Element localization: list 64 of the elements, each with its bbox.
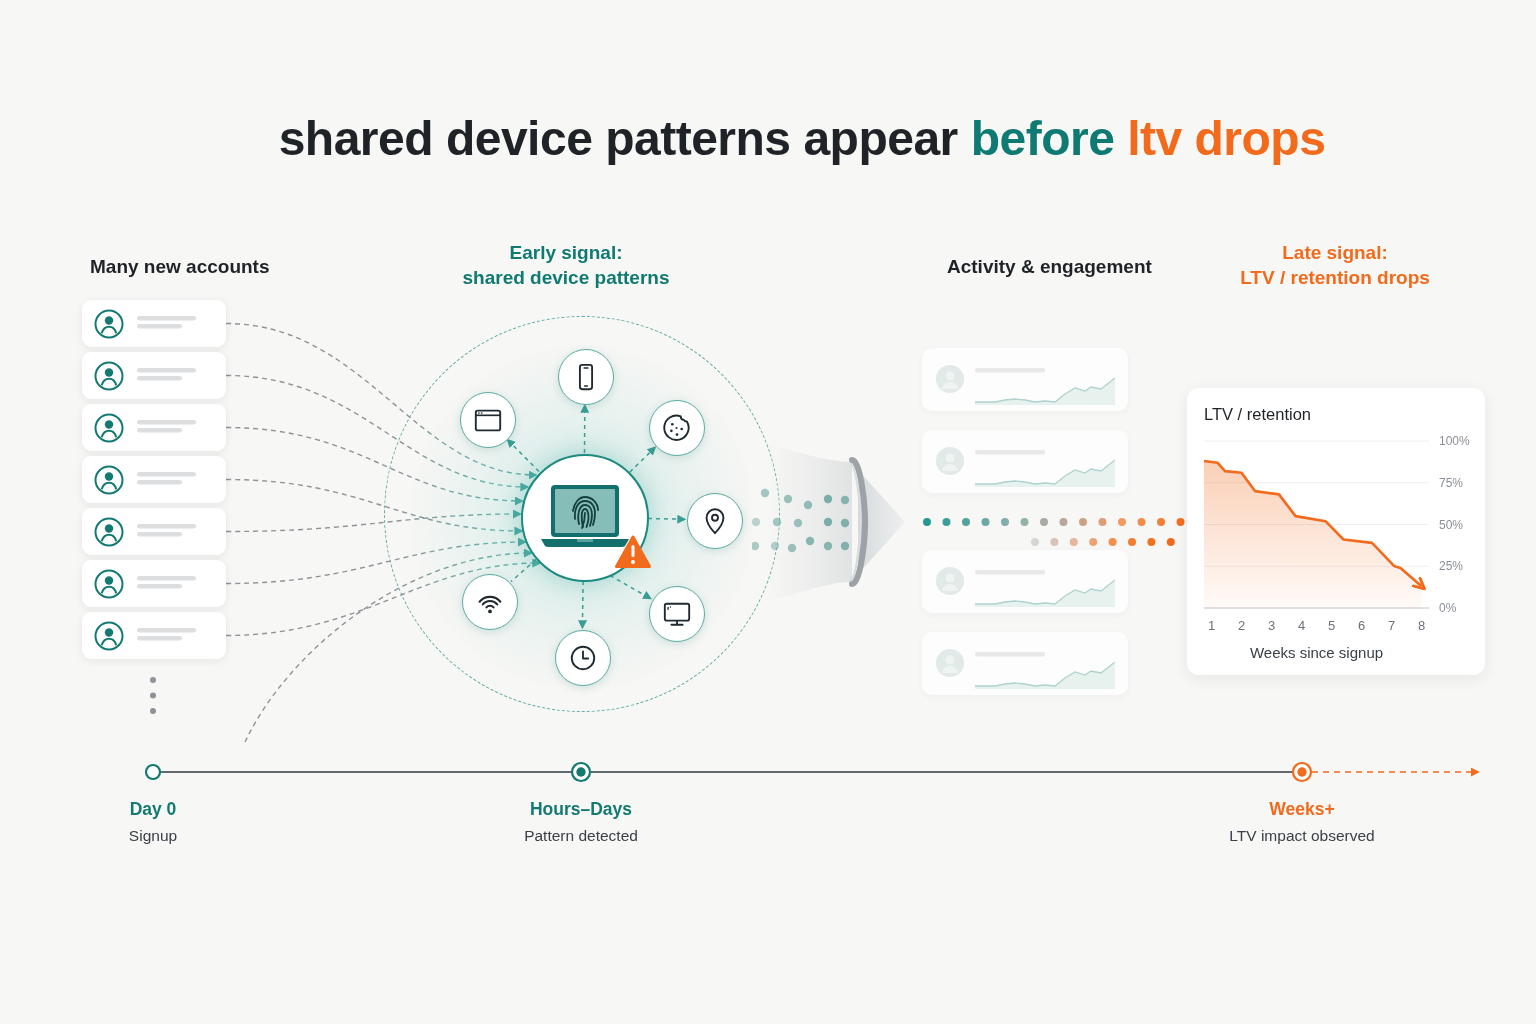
axis-tick-label: 100% xyxy=(1439,433,1470,449)
axis-tick-label: 4 xyxy=(1297,618,1306,634)
axis-tick-label: 6 xyxy=(1357,618,1366,634)
activity-card xyxy=(922,632,1128,695)
dashed-arrow xyxy=(225,558,542,637)
milestone-label: Day 0 xyxy=(129,798,177,820)
dashed-arrow xyxy=(225,426,524,506)
axis-tick-label: 25% xyxy=(1439,558,1464,575)
dashed-timeline-arrow xyxy=(1311,767,1480,777)
signal-circle xyxy=(649,586,705,642)
section-heading: Many new accounts xyxy=(90,255,270,279)
device-hub-circle xyxy=(521,454,649,582)
signal-circle xyxy=(462,574,518,630)
timeline-line xyxy=(160,771,572,773)
axis-tick-label: 5 xyxy=(1327,618,1336,634)
axis-tick-label: 50% xyxy=(1439,516,1464,533)
axis-tick-label: 8 xyxy=(1417,618,1426,634)
dashed-arrow xyxy=(647,514,687,524)
timeline-line xyxy=(590,771,1293,773)
milestone-caption: Pattern detected xyxy=(524,826,638,846)
dashed-arrow xyxy=(225,478,524,536)
axis-tick-label: 75% xyxy=(1439,474,1464,491)
activity-card xyxy=(922,430,1128,493)
account-card xyxy=(82,508,226,555)
signal-circle xyxy=(558,349,614,405)
dashed-arrow xyxy=(244,548,533,743)
axis-tick-label: 7 xyxy=(1387,618,1396,634)
dashed-arrow xyxy=(506,438,540,473)
dashed-arrow xyxy=(628,446,657,473)
section-heading: Activity & engagement xyxy=(947,255,1152,279)
axis-tick-label: 0% xyxy=(1439,600,1457,616)
dashed-arrow xyxy=(609,574,652,600)
dashed-arrow xyxy=(225,537,527,585)
dashed-arrow xyxy=(580,403,590,454)
dashed-arrow xyxy=(578,580,587,630)
account-card xyxy=(82,560,226,607)
account-card xyxy=(82,404,226,451)
axis-title: Weeks since signup xyxy=(1249,643,1384,663)
dashed-arrow xyxy=(225,322,538,479)
section-heading: Late signal: LTV / retention drops xyxy=(1240,241,1430,290)
milestone-caption: Signup xyxy=(128,826,178,846)
signal-circle xyxy=(687,493,743,549)
milestone-label: Weeks+ xyxy=(1269,798,1335,820)
chart-card xyxy=(1187,388,1485,675)
signal-circle xyxy=(649,400,705,456)
milestone-label: Hours–Days xyxy=(529,798,633,820)
account-card xyxy=(82,352,226,399)
activity-card xyxy=(922,550,1128,613)
activity-card xyxy=(922,348,1128,411)
dashed-arrow xyxy=(225,374,530,491)
dashed-connector xyxy=(510,558,537,583)
account-card xyxy=(82,456,226,503)
chart-title: LTV / retention xyxy=(1204,404,1311,424)
axis-tick-label: 2 xyxy=(1237,618,1246,634)
account-card xyxy=(82,300,226,347)
section-heading: Early signal: shared device patterns xyxy=(462,241,670,290)
title: shared device patterns appear before ltv drops xyxy=(278,111,1326,167)
dashed-arrow xyxy=(225,509,522,533)
signal-circle xyxy=(555,630,611,686)
signal-circle xyxy=(460,392,516,448)
milestone-caption: LTV impact observed xyxy=(1229,826,1375,846)
axis-tick-label: 1 xyxy=(1207,618,1216,634)
axis-tick-label: 3 xyxy=(1267,618,1276,634)
account-card xyxy=(82,612,226,659)
